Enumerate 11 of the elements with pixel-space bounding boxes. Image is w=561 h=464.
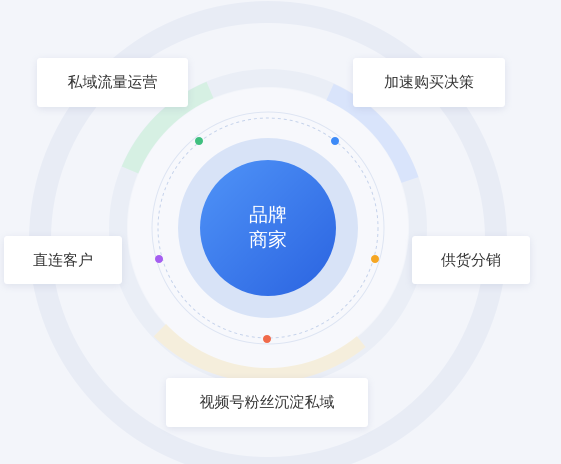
label-card	[37, 58, 188, 107]
card-label: 视频号粉丝沉淀私域	[200, 393, 334, 412]
card-label: 直连客户	[33, 250, 93, 270]
hub-label: 品牌商家	[248, 203, 288, 253]
label-card	[412, 236, 530, 284]
label-card	[166, 378, 368, 427]
card-label: 私域流量运营	[68, 73, 158, 92]
card-label: 供货分销	[441, 250, 501, 270]
label-card	[353, 58, 505, 107]
card-label: 加速购买决策	[384, 73, 474, 92]
label-card	[4, 236, 122, 284]
